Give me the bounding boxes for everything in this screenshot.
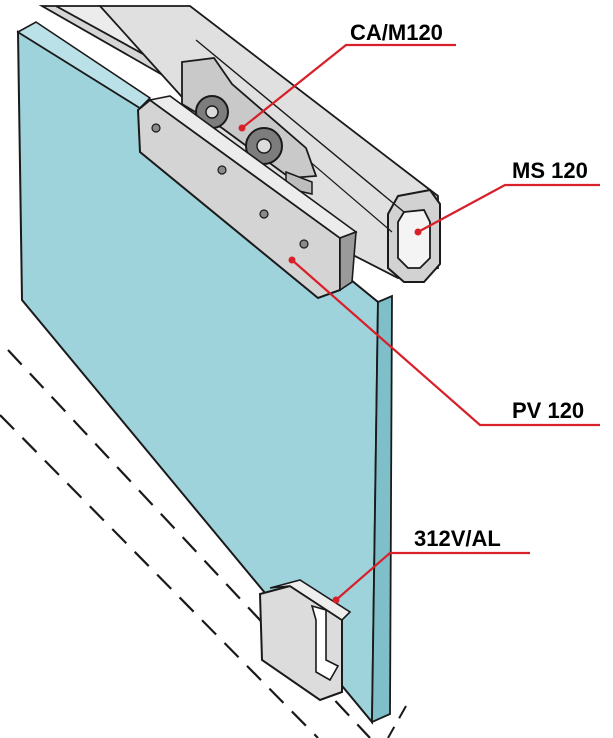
floor-dashed-line-inner xyxy=(0,414,319,738)
callout-label-floor-guide: 312V/AL xyxy=(414,526,501,551)
callout-label-carriage: CA/M120 xyxy=(350,20,443,45)
leader-line-carriage xyxy=(241,43,456,129)
leader-dot-clamp xyxy=(288,256,296,264)
clamp-screw-2 xyxy=(217,165,227,175)
callout-label-clamp: PV 120 xyxy=(512,398,584,423)
clamp-screw-4 xyxy=(299,239,309,249)
clamp-plate-side xyxy=(339,230,357,292)
floor-guide-slot xyxy=(310,604,340,682)
callout-labels: CA/M120 MS 120 PV 120 312V/AL xyxy=(350,20,588,551)
leader-dot-rail xyxy=(414,228,422,236)
leader-line-clamp xyxy=(291,259,600,427)
rail-end-channel xyxy=(397,209,431,269)
floor-dashed-line-right xyxy=(387,705,407,738)
floor-dashed-lines xyxy=(0,349,407,738)
carriage-wheel-right-hub xyxy=(256,138,272,154)
clamp-screw-1 xyxy=(151,123,161,133)
leader-dot-floor-guide xyxy=(332,596,340,604)
clamp-assembly xyxy=(136,95,358,300)
glass-top-edge xyxy=(16,21,152,110)
carriage-wheel-left-hub xyxy=(205,105,219,119)
floor-dashed-line-outer xyxy=(7,349,371,738)
glass-right-edge xyxy=(371,294,393,724)
clamp-screw-3 xyxy=(259,209,269,219)
callout-label-rail: MS 120 xyxy=(512,158,588,183)
floor-guide-top xyxy=(269,579,352,622)
leader-line-rail xyxy=(417,183,600,233)
leader-line-floor-guide xyxy=(335,551,530,601)
floor-guide-assembly xyxy=(258,579,352,702)
leader-dot-carriage xyxy=(238,124,246,132)
callout-lines xyxy=(238,43,600,604)
glass-panel xyxy=(16,21,393,725)
rail-groove-line xyxy=(195,39,405,213)
